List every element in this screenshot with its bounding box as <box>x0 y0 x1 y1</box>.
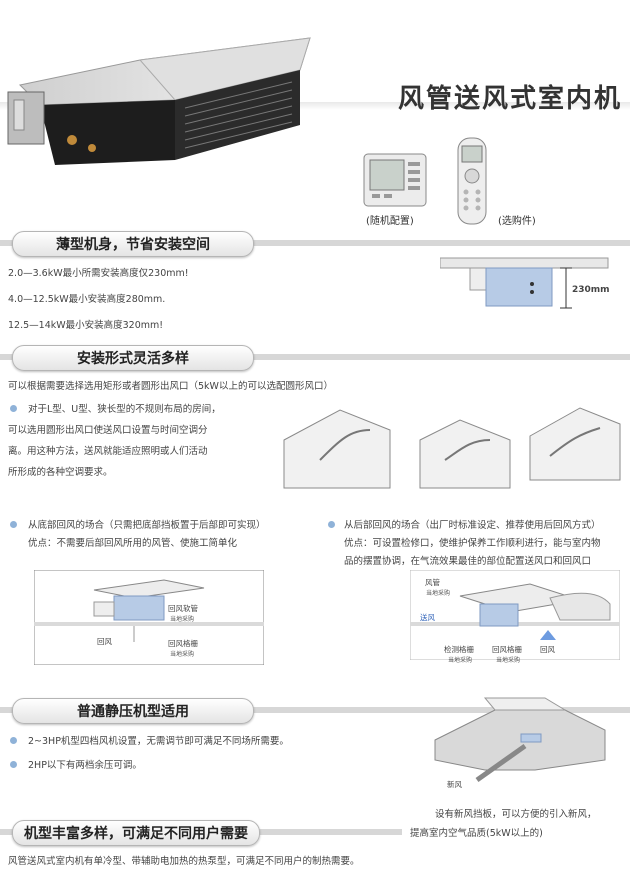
section1-line-2: 4.0—12.5kW最小安装高度280mm. <box>8 294 166 305</box>
bullet-icon <box>10 405 17 412</box>
return-duct-label: 回风软管 <box>168 604 198 613</box>
bottom-left-line-1: 从底部回风的场合（只需把底部挡板置于后部即可实现） <box>28 520 266 531</box>
section3-bar <box>0 707 630 713</box>
grille-sub: 当地采购 <box>170 651 195 658</box>
section2-bar <box>0 354 630 360</box>
header-band <box>0 102 630 110</box>
section2-heading: 安装形式灵活多样 <box>12 345 254 371</box>
page-title: 风管送风式室内机 <box>397 84 622 114</box>
bullet-icon <box>10 737 17 744</box>
section4-heading: 机型丰富多样，可满足不同用户需要 <box>12 820 260 846</box>
duct-sub: 当地采购 <box>426 590 451 597</box>
bullet-icon <box>328 521 335 528</box>
section1-line-1: 2.0—3.6kW最小所需安装高度仅230mm! <box>8 268 189 279</box>
remote-controller-image <box>457 137 487 225</box>
bottom-return-diagram <box>34 570 264 665</box>
bullet-icon <box>10 521 17 528</box>
duct-unit-product-image <box>7 37 311 165</box>
section3-bullet-1: 2~3HP机型四档风机设置，无需调节即可满足不同场所需要。 <box>28 736 289 747</box>
return-duct-sub: 当地采购 <box>170 616 195 623</box>
bottom-right-line-3: 品的摆置协调，在气流效果最佳的部位配置送风口和回风口 <box>344 556 592 567</box>
rear-return-air-label: 回风 <box>540 645 555 654</box>
section1-heading: 薄型机身，节省安装空间 <box>12 231 254 257</box>
section1-bar <box>0 240 630 246</box>
grille-label: 回风格栅 <box>168 639 198 648</box>
return-grille-label: 回风格栅 <box>492 645 522 654</box>
section3-note-2: 提高室内空气品质(5kW以上的) <box>410 828 543 839</box>
return-air-label: 回风 <box>97 637 112 646</box>
bullet-icon <box>10 761 17 768</box>
return-grille-sub: 当地采购 <box>496 657 521 664</box>
supply-air-label: 送风 <box>420 613 435 622</box>
dimension-label: 230mm <box>572 285 610 295</box>
section2-para-2: 可以选用圆形出风口使送风口设置与时间空调分 <box>8 425 208 436</box>
section4-text: 风管送风式室内机有单冷型、带辅助电加热的热泵型，可满足不同用户的制热需要。 <box>8 856 360 867</box>
section2-para-4: 所形成的各种空调要求。 <box>8 467 113 478</box>
duct-label: 风管 <box>425 578 440 587</box>
bottom-right-line-2: 优点：可设置检修口，使维护保养工作顺利进行，能与室内物 <box>344 538 601 549</box>
bottom-right-line-1: 从后部回风的场合（出厂时标准设定、推荐使用后回风方式） <box>344 520 601 531</box>
section3-heading: 普通静压机型适用 <box>12 698 254 724</box>
rear-return-diagram <box>410 570 620 660</box>
section3-note-1: 设有新风挡板，可以方便的引入新风， <box>435 809 597 820</box>
section1-line-3: 12.5—14kW最小安装高度320mm! <box>8 320 164 331</box>
section3-bullet-2: 2HP以下有两档余压可调。 <box>28 760 142 771</box>
section2-intro: 可以根据需要选择选用矩形或者圆形出风口（5kW以上的可以选配圆形风口） <box>8 381 333 392</box>
bottom-left-line-2: 优点：不需要后部回风所用的风管、使施工简单化 <box>28 538 238 549</box>
fresh-air-duct-diagram <box>434 697 606 783</box>
remote-controller-caption: (选购件) <box>498 216 536 227</box>
inspect-grille-sub: 当地采购 <box>448 657 473 664</box>
section2-para-3: 离。用这种方法，送风就能适应照明或人们活动 <box>8 446 208 457</box>
wired-controller-caption: (随机配置) <box>366 216 414 227</box>
fresh-air-label: 新风 <box>447 780 462 789</box>
wired-controller-image <box>363 153 427 207</box>
ceiling-height-diagram <box>440 257 609 309</box>
inspect-grille-label: 检测格栅 <box>444 645 474 654</box>
room-layout-diagrams <box>283 407 621 489</box>
section2-para-1: 对于L型、U型、狭长型的不规则布局的房间， <box>28 404 221 415</box>
